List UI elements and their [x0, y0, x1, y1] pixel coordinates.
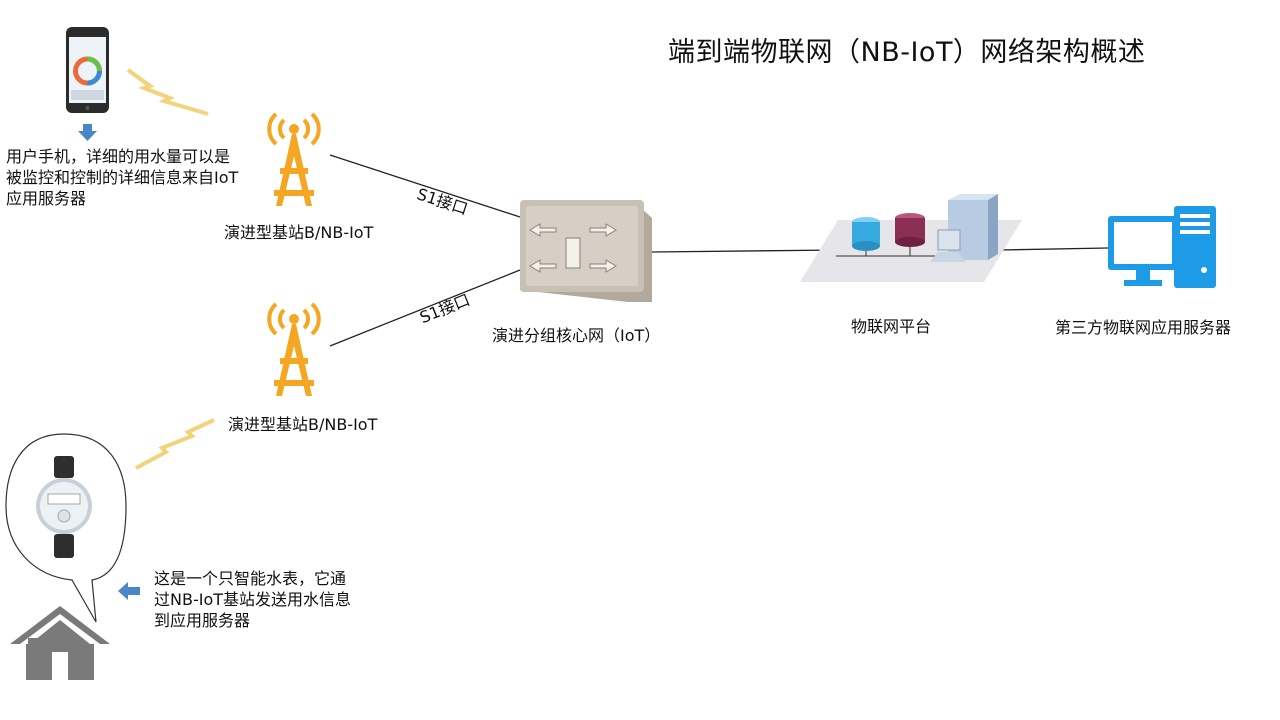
meter-description: 这是一个只智能水表，它通 过NB-IoT基站发送用水信息 到应用服务器 — [154, 568, 351, 631]
core-network-label: 演进分组核心网（IoT） — [492, 326, 661, 345]
wireless-signal-icon — [135, 418, 215, 470]
page-title: 端到端物联网（NB-IoT）网络架构概述 — [668, 37, 1146, 68]
phone-description-line: 用户手机，详细的用水量可以是 — [6, 147, 231, 166]
meter-description-line: 过NB-IoT基站发送用水信息 — [154, 590, 352, 609]
water-meter-bubble — [5, 433, 127, 623]
left-arrow-icon — [118, 582, 140, 600]
iot-platform-icon — [800, 194, 1022, 282]
base-station-bottom-label: 演进型基站B/NB-IoT — [228, 415, 378, 434]
antenna-tower-icon — [267, 112, 321, 206]
base-station-top-label: 演进型基站B/NB-IoT — [224, 223, 374, 242]
phone-description: 用户手机，详细的用水量可以是 被监控和控制的详细信息来自IoT 应用服务器 — [6, 146, 238, 209]
third-party-server-label: 第三方物联网应用服务器 — [1055, 318, 1232, 337]
meter-description-line: 这是一个只智能水表，它通 — [154, 569, 347, 588]
link-core-platform — [651, 249, 841, 253]
link-top-station-core — [329, 154, 521, 218]
smartphone-icon — [66, 27, 109, 113]
core-switch-icon — [520, 200, 652, 302]
phone-description-line: 被监控和控制的详细信息来自IoT — [6, 168, 239, 187]
computer-icon — [1108, 206, 1216, 288]
wireless-signal-icon — [126, 68, 209, 116]
house-icon — [10, 606, 110, 680]
down-arrow-icon — [78, 124, 97, 141]
iot-platform-label: 物联网平台 — [851, 317, 932, 336]
meter-description-line: 到应用服务器 — [154, 611, 251, 630]
antenna-tower-icon — [267, 302, 321, 396]
link-platform-server — [999, 247, 1109, 251]
link-bottom-station-core — [329, 269, 521, 347]
phone-description-line: 应用服务器 — [6, 189, 87, 208]
